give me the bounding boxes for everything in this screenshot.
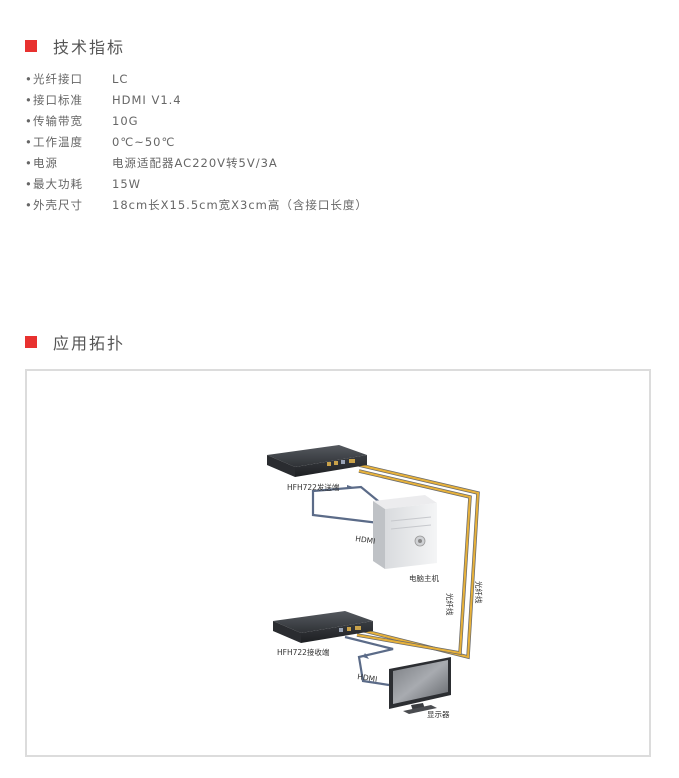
topology-heading: 应用拓扑: [25, 330, 125, 354]
spec-label: 工作温度: [33, 134, 83, 149]
spec-row-dimensions: • 外壳尺寸 18cm长X15.5cm宽X3cm高（含接口长度）: [25, 194, 368, 215]
red-square-icon: [25, 40, 37, 52]
bullet-icon: •: [25, 197, 32, 212]
spec-label: 最大功耗: [33, 176, 83, 191]
spec-label: 外壳尺寸: [33, 197, 83, 212]
spec-list: • 光纤接口 LC • 接口标准 HDMI V1.4 • 传输带宽 10G • …: [25, 68, 368, 215]
fiber-cable-inner: [356, 469, 472, 656]
fiber-label-left: 光纤线: [445, 593, 455, 616]
sender-label: HFH722发送端: [287, 482, 340, 492]
topology-diagram-frame: HFH722发送端 电脑主机 HDMI HDMI 光纤线 光纤线 HFH722接…: [25, 369, 651, 757]
specs-title: 技术指标: [53, 38, 126, 57]
bullet-icon: •: [25, 92, 32, 107]
bullet-icon: •: [25, 176, 32, 191]
bullet-icon: •: [25, 71, 32, 86]
spec-value: 0℃~50℃: [112, 134, 176, 149]
receiver-device: [273, 611, 373, 643]
spec-label: 传输带宽: [33, 113, 83, 128]
spec-row-temperature: • 工作温度 0℃~50℃: [25, 131, 368, 152]
spec-value: HDMI V1.4: [112, 92, 182, 107]
spec-row-power: • 电源 电源适配器AC220V转5V/3A: [25, 152, 368, 173]
spec-value: 10G: [112, 113, 139, 128]
monitor-label: 显示器: [427, 710, 450, 719]
spec-label: 光纤接口: [33, 71, 83, 86]
spec-label: 电源: [33, 155, 58, 170]
spec-row-bandwidth: • 传输带宽 10G: [25, 110, 368, 131]
spec-value: LC: [112, 71, 129, 86]
bullet-icon: •: [25, 155, 32, 170]
hdmi-cable-bottom: [344, 635, 394, 687]
monitor: [389, 657, 451, 714]
hdmi-label-bottom: HDMI: [357, 672, 378, 684]
red-square-icon: [25, 336, 37, 348]
spec-value: 18cm长X15.5cm宽X3cm高（含接口长度）: [112, 197, 368, 212]
specs-heading: 技术指标: [25, 34, 125, 58]
hdmi-label-top: HDMI: [355, 534, 376, 546]
arrow-icon: [363, 653, 369, 659]
fiber-label-right: 光纤线: [474, 581, 484, 604]
spec-row-max-power: • 最大功耗 15W: [25, 173, 368, 194]
topology-title: 应用拓扑: [53, 334, 126, 353]
bullet-icon: •: [25, 134, 32, 149]
sender-device: [267, 445, 367, 477]
pc-tower: [373, 495, 437, 569]
bullet-icon: •: [25, 113, 32, 128]
spec-value: 15W: [112, 176, 142, 191]
hdmi-cable-top: [311, 485, 384, 525]
pc-label: 电脑主机: [409, 573, 439, 583]
spec-row-interface-standard: • 接口标准 HDMI V1.4: [25, 89, 368, 110]
spec-row-fiber-interface: • 光纤接口 LC: [25, 68, 368, 89]
topology-diagram: HFH722发送端 电脑主机 HDMI HDMI 光纤线 光纤线 HFH722接…: [267, 445, 484, 719]
receiver-label: HFH722接收端: [277, 647, 330, 657]
spec-value: 电源适配器AC220V转5V/3A: [112, 155, 278, 170]
arrow-icon: [347, 485, 353, 489]
spec-label: 接口标准: [33, 92, 83, 107]
